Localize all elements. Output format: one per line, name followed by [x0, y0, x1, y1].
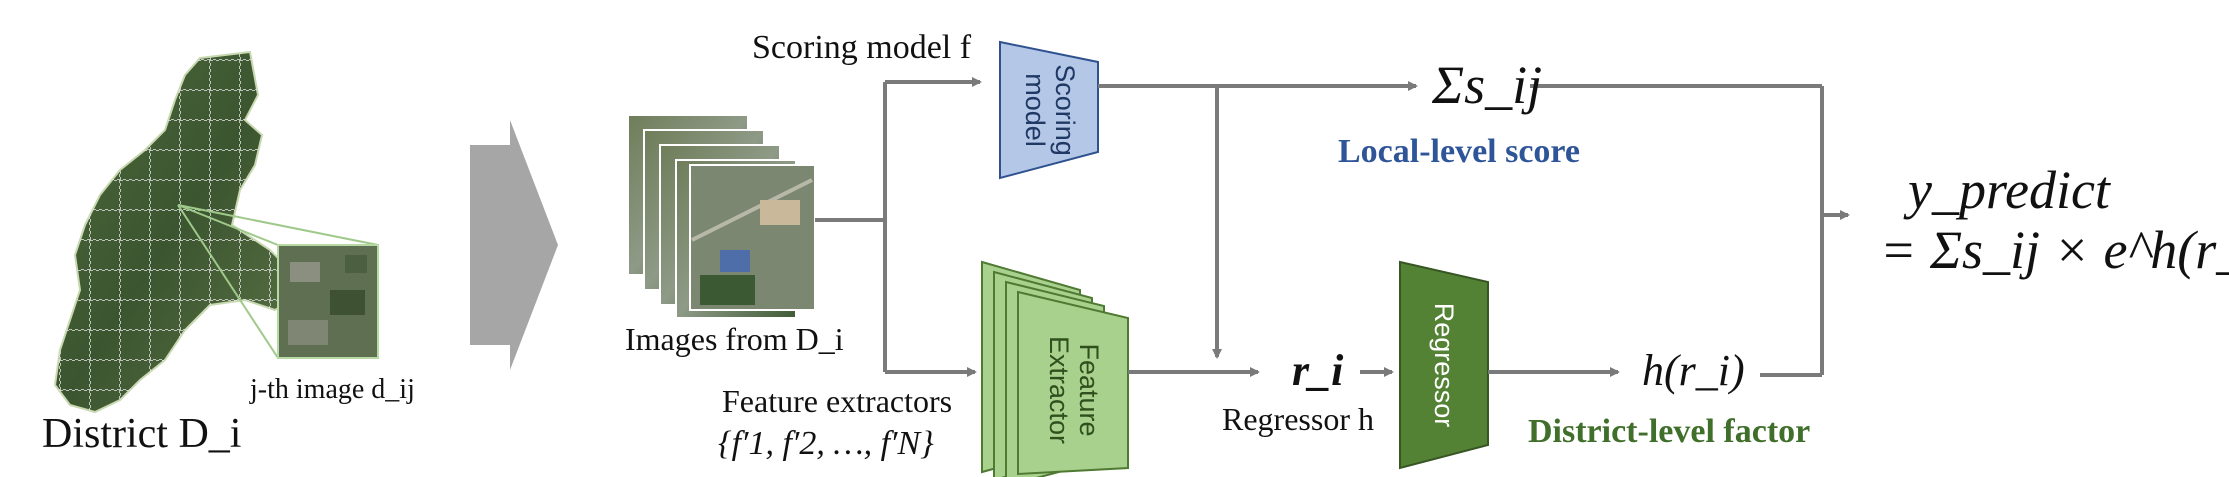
- regressor-box: [1399, 260, 1489, 470]
- feature-box-line2: Extractor: [1044, 336, 1074, 444]
- scoring-box-line2: model: [1020, 73, 1050, 147]
- regressor-box-label: Regressor: [1429, 303, 1459, 428]
- images-label: Images from D_i: [625, 321, 844, 357]
- h-label: h(r_i): [1642, 346, 1745, 395]
- prediction-line2: = Σs_ij × e^h(r_i): [1880, 220, 2229, 280]
- district-level-title: District-level factor: [1528, 413, 1810, 450]
- local-level-title: Local-level score: [1338, 133, 1580, 170]
- big-arrow-icon: [470, 120, 558, 370]
- satellite-image-stack-icon: [627, 114, 816, 319]
- feature-caption: Feature extractors: [722, 383, 952, 419]
- scoring-box-line1: Scoring: [1050, 64, 1080, 156]
- district-label: District D_i: [42, 411, 241, 457]
- feature-extractor-stack: [981, 260, 1129, 477]
- district-map-icon: [53, 50, 379, 414]
- scoring-caption: Scoring model f: [752, 29, 972, 66]
- feature-box-line1: Feature: [1074, 343, 1104, 436]
- scoring-model-box: [999, 40, 1099, 180]
- r-label: r_i: [1292, 346, 1344, 395]
- sum-label: Σs_ij: [1431, 55, 1542, 115]
- regressor-caption: Regressor h: [1222, 401, 1374, 437]
- prediction-line1: y_predict: [1903, 160, 2112, 220]
- feature-set: {f′1, f′2, …, f′N}: [718, 425, 934, 462]
- thumbnail-label: j-th image d_ij: [249, 374, 415, 405]
